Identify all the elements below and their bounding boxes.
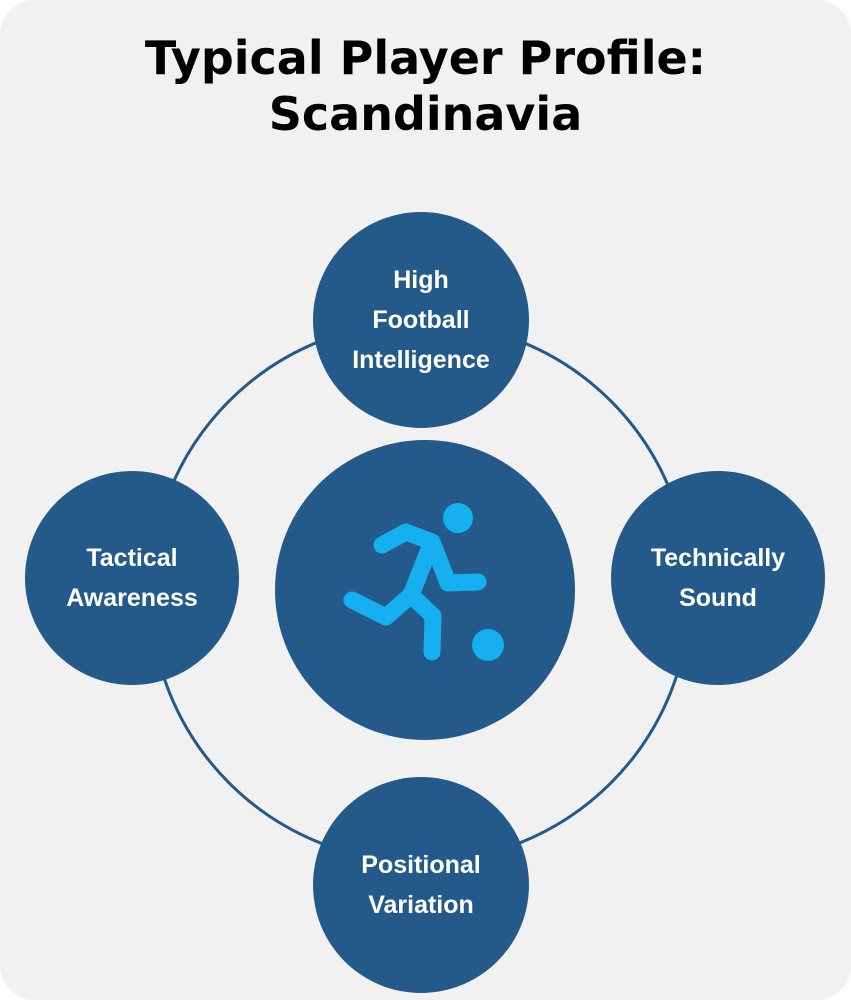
page-title: Typical Player Profile: Scandinavia bbox=[0, 30, 851, 142]
node-label-right: Technically Sound bbox=[650, 544, 786, 612]
node-bottom-circle bbox=[313, 777, 529, 993]
node-positional-variation: Positional Variation bbox=[313, 777, 529, 993]
node-label-left: Tactical Awareness bbox=[66, 544, 198, 612]
node-technically-sound: Technically Sound bbox=[611, 471, 825, 685]
node-right-circle bbox=[611, 471, 825, 685]
node-high-football-intelligence: High Football Intelligence bbox=[313, 212, 529, 428]
node-label-bottom: Positional Variation bbox=[361, 851, 481, 919]
node-tactical-awareness: Tactical Awareness bbox=[25, 471, 239, 685]
title-line-2: Scandinavia bbox=[268, 87, 583, 141]
node-top-circle bbox=[313, 212, 529, 428]
title-line-1: Typical Player Profile: bbox=[144, 31, 707, 85]
center-circle bbox=[275, 440, 575, 740]
soccer-player-kicking-ball-icon bbox=[343, 503, 504, 661]
node-left-circle bbox=[25, 471, 239, 685]
node-label-top: High Football Intelligence bbox=[352, 266, 490, 374]
